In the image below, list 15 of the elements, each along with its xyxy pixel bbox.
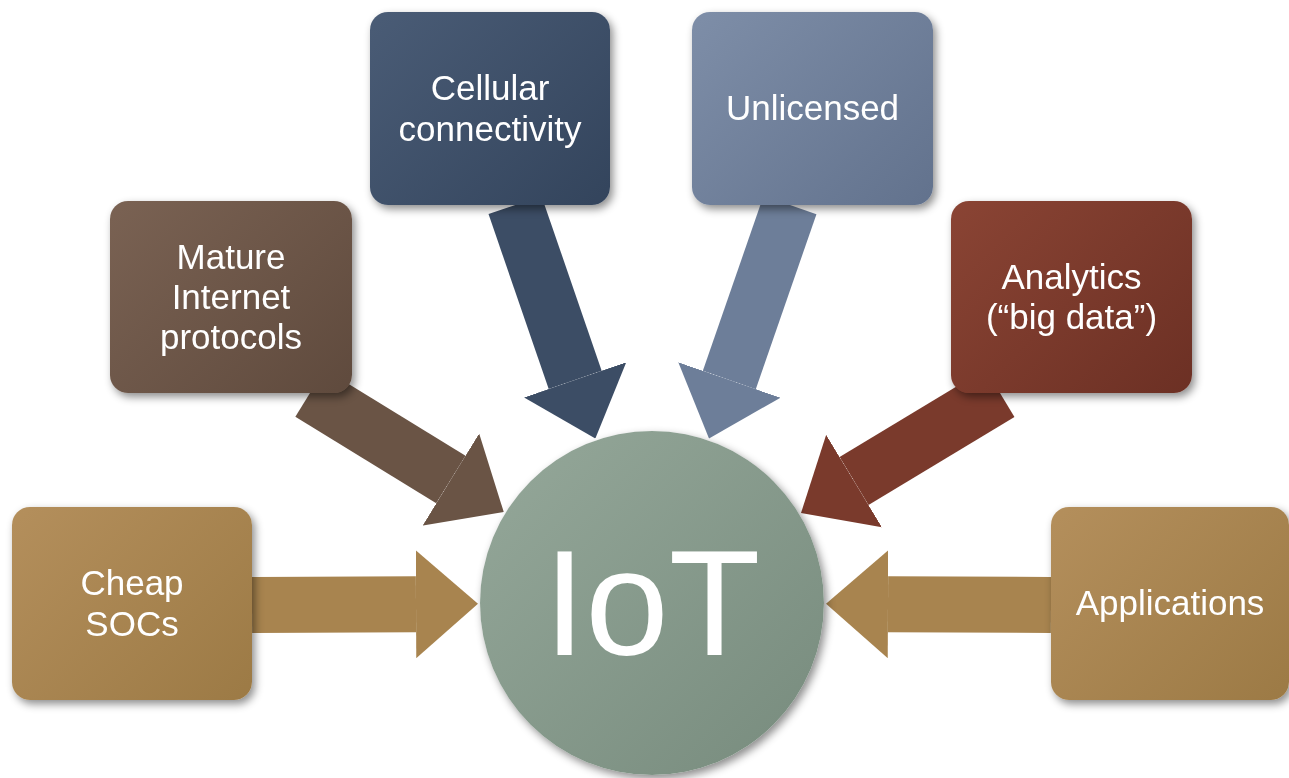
rounded-box: [370, 12, 610, 205]
rounded-box: [951, 201, 1192, 393]
rounded-box: [110, 201, 352, 393]
box-label: Unlicensed: [724, 88, 901, 129]
box-label: Cellular connectivity: [397, 68, 583, 149]
rounded-box: [12, 507, 252, 700]
box-label: Applications: [1074, 583, 1266, 624]
box-label: Analytics (“big data”): [984, 256, 1159, 338]
box-label: Cheap SOCs: [79, 563, 185, 644]
block-arrow: [251, 550, 478, 659]
rounded-box: [1051, 507, 1289, 700]
rounded-box: [692, 12, 933, 205]
block-arrow: [826, 550, 1052, 659]
center-label: IoT: [542, 528, 762, 678]
box-label: Mature Internet protocols: [159, 236, 303, 358]
